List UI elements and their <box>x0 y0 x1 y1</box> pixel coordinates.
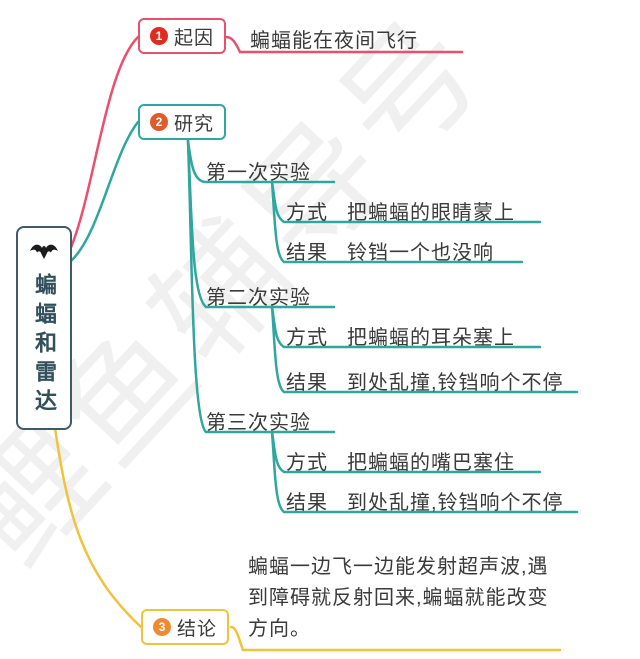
method-value: 把蝙蝠的嘴巴塞住 <box>347 452 515 474</box>
node-cause-label: 起因 <box>174 27 215 49</box>
badge-1-icon: 1 <box>150 27 168 45</box>
method-label: 方式 <box>286 202 328 224</box>
method-label: 方式 <box>286 327 328 349</box>
cause-detail-text: 蝙蝠能在夜间飞行 <box>250 30 418 52</box>
bat-icon <box>28 238 60 267</box>
node-conclusion: 3 结论 <box>141 609 230 645</box>
experiment-3-method-row: 方式 把蝙蝠的嘴巴塞住 <box>286 446 515 475</box>
result-label: 结果 <box>286 242 328 264</box>
experiment-3-result-row: 结果 到处乱撞,铃铛响个不停 <box>286 486 564 515</box>
result-value: 铃铛一个也没响 <box>347 242 494 264</box>
result-label: 结果 <box>286 372 328 394</box>
method-label: 方式 <box>286 452 328 474</box>
experiment-1-result-row: 结果 铃铛一个也没响 <box>286 236 494 265</box>
experiment-2-method-row: 方式 把蝙蝠的耳朵塞上 <box>286 321 515 350</box>
result-label: 结果 <box>286 492 328 514</box>
connector-root-cause <box>68 35 140 252</box>
experiment-2-title: 第二次实验 <box>206 287 311 309</box>
experiment-1-method-row: 方式 把蝙蝠的眼睛蒙上 <box>286 196 515 225</box>
node-cause: 1 起因 <box>138 18 227 54</box>
badge-2-icon: 2 <box>150 113 168 131</box>
connector-root-research <box>68 120 140 264</box>
method-value: 把蝙蝠的眼睛蒙上 <box>347 202 515 224</box>
badge-3-icon: 3 <box>153 618 171 636</box>
method-value: 把蝙蝠的耳朵塞上 <box>347 327 515 349</box>
experiment-3-title: 第三次实验 <box>206 412 311 434</box>
root-node: 蝙蝠和雷达 <box>16 226 72 430</box>
node-conclusion-label: 结论 <box>177 618 218 640</box>
result-value: 到处乱撞,铃铛响个不停 <box>347 372 564 394</box>
root-title: 蝙蝠和雷达 <box>32 273 57 418</box>
node-research: 2 研究 <box>138 104 227 140</box>
result-value: 到处乱撞,铃铛响个不停 <box>347 492 564 514</box>
node-research-label: 研究 <box>174 113 215 135</box>
experiment-2-result-row: 结果 到处乱撞,铃铛响个不停 <box>286 366 564 395</box>
experiment-1-title: 第一次实验 <box>206 162 311 184</box>
conclusion-detail-text: 蝙蝠一边飞一边能发射超声波,遇到障碍就反射回来,蝙蝠就能改变方向。 <box>248 556 549 640</box>
